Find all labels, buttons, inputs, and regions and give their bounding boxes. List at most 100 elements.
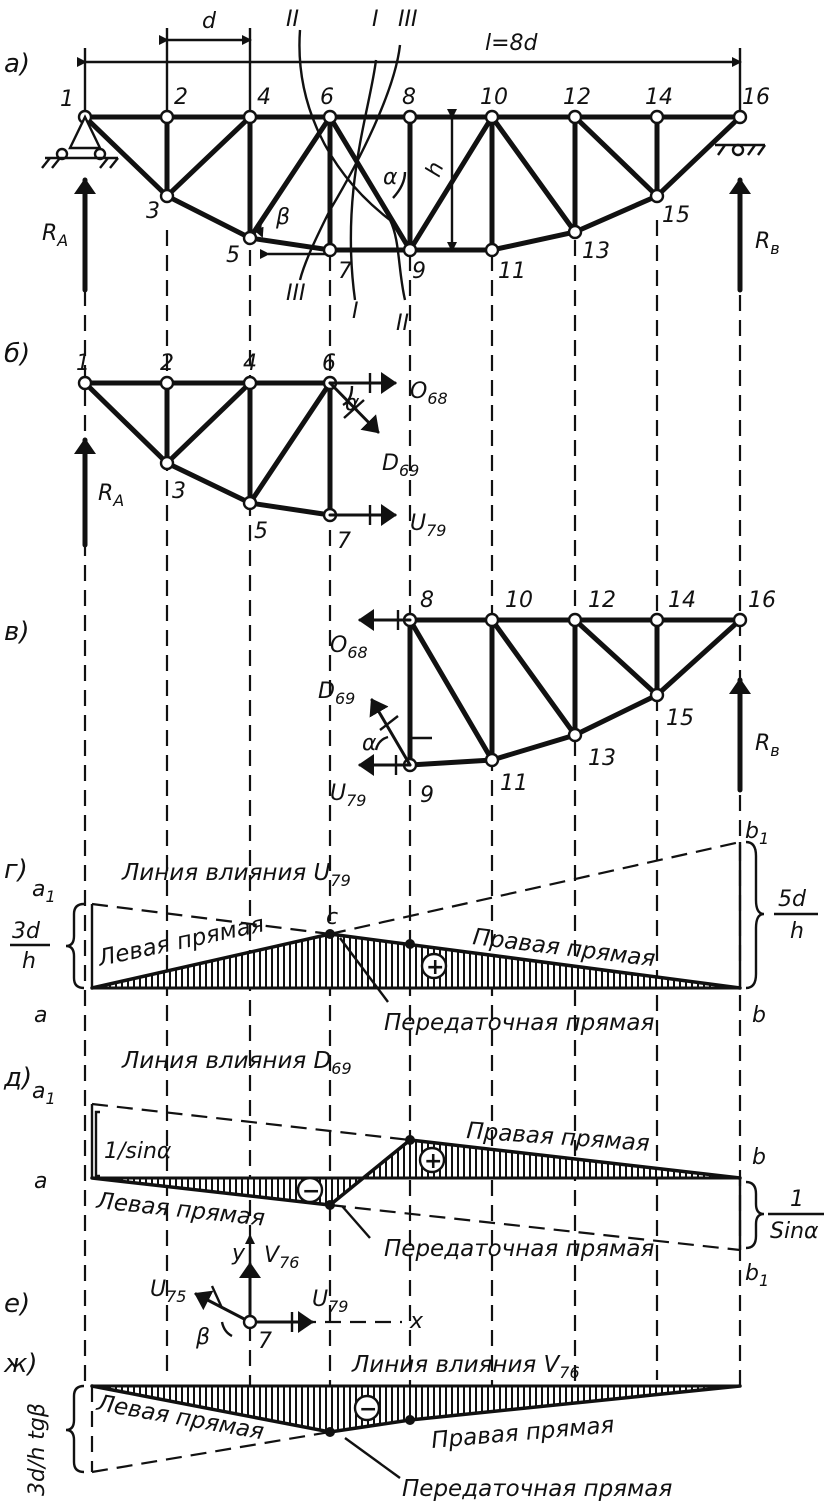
section-III-bottom: III [286,281,305,306]
svg-text:9: 9 [420,783,434,808]
svg-text:13: 13 [582,239,610,264]
force-u79-b: U79 [410,511,446,540]
svg-text:V76: V76 [264,1243,299,1272]
svg-text:15: 15 [666,706,694,731]
svg-text:12: 12 [588,588,616,613]
section-I-bottom: I [352,299,359,324]
truss-right-part-v: в) 8 10 12 14 16 9 11 13 15 O68 D69 α [4,588,780,810]
section-label-v: в) [4,617,29,647]
reaction-ra-label: RA [42,221,68,250]
svg-text:Передаточная прямая: Передаточная прямая [384,1236,654,1262]
svg-text:b1: b1 [745,819,769,848]
svg-text:β: β [195,1325,210,1350]
svg-text:Передаточная прямая: Передаточная прямая [402,1476,672,1502]
section-label-d: д) [3,1063,32,1093]
section-line-II [298,29,407,301]
svg-text:−: − [359,1397,377,1422]
il-u79-left-dashed [91,902,331,936]
section-II-bottom: II [396,311,409,336]
svg-text:16: 16 [748,588,776,613]
svg-text:14: 14 [668,588,696,613]
section-II-top: II [286,7,299,32]
angle-alpha-a: α [383,165,398,190]
svg-text:U75: U75 [150,1277,186,1306]
svg-text:10: 10 [480,85,508,110]
svg-text:α: α [362,731,377,756]
section-label-b: б) [4,339,30,369]
il-d69-profile [90,1138,742,1207]
svg-text:Правая прямая: Правая прямая [430,1412,615,1454]
svg-text:14: 14 [645,85,673,110]
section-label-g: г) [4,855,28,885]
section-III-top: III [398,7,417,32]
svg-text:3d/h tgβ: 3d/h tgβ [25,1403,50,1496]
section-label-a: а) [4,49,30,79]
svg-text:Sinα: Sinα [770,1219,819,1244]
svg-text:RA: RA [98,481,124,510]
force-o68-v: O68 [330,633,368,662]
span-dimension-label: l=8d [485,31,539,56]
svg-text:6: 6 [322,351,336,376]
svg-text:2: 2 [160,351,174,376]
section-label-zh: ж) [3,1349,38,1379]
il-v76-profile [90,1384,742,1434]
section-label-e: е) [4,1289,30,1319]
il-d69-right-dashed [91,1102,411,1142]
svg-text:10: 10 [505,588,533,613]
truss-left-part-b: б) 1 2 4 6 3 5 7 O68 D69 α U79 R [4,339,448,554]
svg-text:a1: a1 [32,877,56,906]
svg-text:7: 7 [337,529,351,554]
influence-line-u79: г) Линия влияния U79 c a1 a b b1 3d h 5d… [4,819,818,1036]
svg-text:7: 7 [258,1329,272,1354]
il-d69-left-dashed [329,1203,741,1252]
il-u79-area [92,934,740,988]
force-d69-v: D69 [318,679,355,708]
svg-text:h: h [790,919,804,944]
node7-equilibrium: е) y x V76 U75 U79 7 β [4,1234,424,1354]
svg-text:11: 11 [498,259,526,284]
svg-text:8: 8 [402,85,416,110]
force-o68-b: O68 [410,379,448,408]
svg-text:a1: a1 [32,1079,56,1108]
svg-text:y: y [231,1241,246,1266]
svg-text:Передаточная прямая: Передаточная прямая [384,1010,654,1036]
svg-text:7: 7 [338,259,352,284]
svg-text:Rв: Rв [755,731,780,760]
reaction-rb-label: Rв [755,229,780,258]
svg-text:1: 1 [790,1187,804,1212]
svg-text:1/sinα: 1/sinα [104,1139,172,1164]
il-d69-area [92,1140,740,1205]
il-u79-right-dashed [329,840,741,936]
il-v76-title: Линия влияния V76 [351,1352,580,1382]
support-right [715,143,766,157]
svg-text:3: 3 [146,199,160,224]
influence-line-d69: д) Линия влияния D69 a1 a b b1 1/sinα 1 … [3,1048,824,1290]
force-d69-b: D69 [382,451,419,480]
height-label: h [421,159,449,181]
svg-text:12: 12 [563,85,591,110]
svg-text:b1: b1 [745,1261,769,1290]
support-left [41,114,119,169]
svg-text:1: 1 [60,87,74,112]
svg-text:a: a [34,1003,47,1028]
svg-text:4: 4 [243,351,257,376]
svg-text:3: 3 [172,479,186,504]
force-u79-v: U79 [330,781,366,810]
svg-text:a: a [34,1169,47,1194]
dimension-d-label: d [202,9,217,34]
svg-text:3d: 3d [12,919,41,944]
svg-text:+: + [426,955,444,980]
svg-text:b: b [752,1003,766,1028]
svg-text:−: − [302,1179,320,1204]
svg-text:11: 11 [500,771,528,796]
svg-text:b: b [752,1145,766,1170]
svg-text:16: 16 [742,85,770,110]
svg-text:8: 8 [420,588,434,613]
svg-text:U79: U79 [312,1287,348,1316]
svg-text:5: 5 [254,519,268,544]
truss-full-a: а) d l=8d I II III [4,7,780,336]
svg-text:13: 13 [588,746,616,771]
svg-text:+: + [424,1149,442,1174]
svg-text:9: 9 [412,259,426,284]
